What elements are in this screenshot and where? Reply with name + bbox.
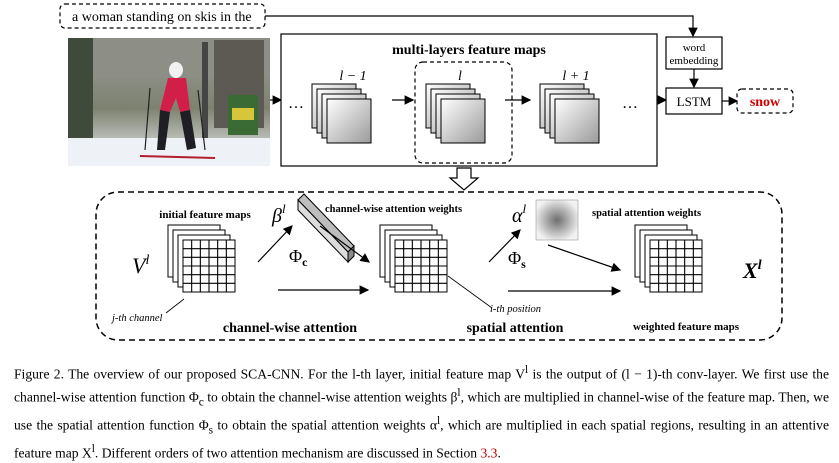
- phi-c-arrow: [257, 225, 293, 263]
- phi-c-symbol: Φc: [289, 246, 308, 269]
- input-photo: [68, 38, 270, 166]
- spatial-attention-title: spatial attention: [467, 321, 564, 336]
- caption-text: . Different orders of two attention mech…: [94, 445, 481, 461]
- output-word: snow: [750, 95, 781, 110]
- input-caption-text: a woman standing on skis in the: [72, 10, 252, 25]
- caption-sup: l: [525, 364, 529, 376]
- i-position-pointer: [447, 275, 493, 309]
- current-layer-highlight: [414, 61, 513, 164]
- spatial-weights-label: spatial attention weights: [592, 208, 701, 219]
- i-position-label: i-th position: [490, 304, 541, 315]
- feature-maps-title: multi-layers feature maps: [392, 43, 546, 58]
- channel-weights-label: channel-wise attention weights: [325, 204, 462, 215]
- channel-weights-bar: [297, 193, 355, 264]
- word-embedding-line2: embedding: [670, 55, 719, 67]
- word-embedding-line1: word: [683, 42, 706, 54]
- caption-sub: s: [208, 424, 214, 437]
- spatial-weights-map: [535, 199, 579, 241]
- caption-text: to obtain the spatial attention weights …: [213, 417, 437, 433]
- caption-text: is the output of (l − 1)-th conv-layer. …: [14, 366, 829, 405]
- sca-cnn-figure: a woman standing on skis in the multi-la…: [59, 3, 794, 341]
- caption-to-embedding-arrow: [265, 15, 698, 38]
- beta-symbol: βl: [271, 201, 286, 227]
- caption-text: to obtain the channel-wise attention wei…: [203, 389, 458, 405]
- lstm-label: LSTM: [677, 94, 712, 109]
- weighted-maps-label: weighted feature maps: [633, 321, 740, 333]
- beta-to-maps-arrow: [319, 225, 370, 263]
- section-reference[interactable]: 3.3: [480, 445, 498, 461]
- v-symbol: Vl: [132, 253, 149, 278]
- caption-sup: l: [457, 387, 461, 400]
- ellipsis-left: …: [288, 95, 304, 112]
- input-caption-box: a woman standing on skis in the: [59, 3, 266, 29]
- j-channel-label: j-th channel: [110, 313, 163, 324]
- lstm-box: [665, 87, 723, 115]
- initial-maps-label: initial feature maps: [159, 209, 251, 221]
- caption-sub: c: [198, 396, 204, 409]
- word-embedding-box: [665, 36, 723, 70]
- feature-map-stack-prev: [311, 83, 372, 144]
- caption-text: .: [497, 445, 501, 461]
- phi-s-symbol: Φs: [508, 248, 526, 271]
- layer-prev-label: l − 1: [339, 69, 366, 84]
- feature-map-stack-next: [539, 83, 600, 144]
- x-symbol: Xl: [742, 258, 762, 283]
- layer-cur-label: l: [458, 69, 462, 84]
- caption-text: , which are multiplied in channel-wise o…: [14, 389, 829, 433]
- j-channel-pointer: [165, 298, 185, 314]
- initial-feature-maps: [167, 224, 236, 293]
- phi-s-arrow: [488, 229, 521, 263]
- alpha-symbol: αl: [512, 201, 527, 227]
- attention-module-box: [95, 191, 783, 341]
- alpha-to-maps-arrow: [547, 244, 622, 272]
- layer-next-label: l + 1: [562, 69, 589, 84]
- ellipsis-right: …: [622, 95, 638, 112]
- output-word-box: [736, 88, 794, 114]
- caption-sup: l: [436, 414, 441, 427]
- feature-map-stack-cur: [425, 83, 486, 144]
- caption-text: Figure 2. The overview of our proposed S…: [14, 366, 526, 382]
- figure-caption: Figure 2. The overview of our proposed S…: [14, 361, 829, 463]
- channel-weighted-feature-maps: [379, 224, 448, 293]
- channel-attention-title: channel-wise attention: [223, 321, 357, 336]
- down-arrow: [448, 167, 480, 191]
- weighted-feature-maps: [634, 224, 703, 293]
